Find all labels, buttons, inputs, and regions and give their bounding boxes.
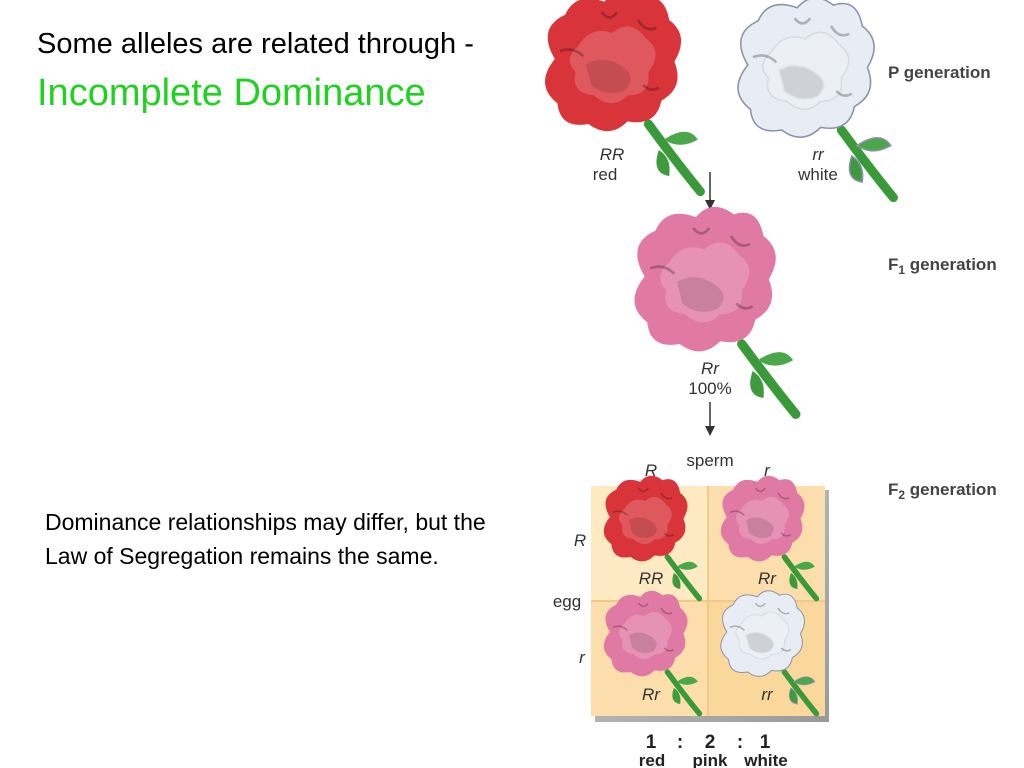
f1-genotype: Rr (701, 359, 720, 378)
white-flower-icon (721, 591, 817, 714)
punnett-cell-rr-dominant (591, 486, 708, 601)
slide-body-text: Dominance relationships may differ, but … (45, 509, 486, 569)
ratio-label-red: red (639, 751, 665, 768)
parent-genotype-rr-white: rr (812, 145, 825, 164)
slide-title-line1: Some alleles are related through - (37, 28, 474, 60)
pink-flower-icon (604, 591, 700, 714)
ratio-number: 2 (705, 732, 716, 753)
down-arrow-icon (705, 402, 715, 436)
egg-allele-recessive: r (579, 648, 586, 667)
white-flower-icon (738, 0, 893, 198)
red-flower-icon (545, 0, 700, 192)
ratio-number: 1 (646, 732, 657, 753)
phenotype-ratio: 1 : 2 : 1 red pink white (639, 732, 788, 768)
egg-allele-dominant: R (574, 531, 586, 550)
down-arrow-icon (705, 172, 715, 210)
f1-generation-label: F1 generation (888, 255, 997, 277)
parent-genotype-rr-red: RR (600, 145, 625, 164)
parent-phenotype-red: red (593, 165, 618, 184)
punnett-genotype: RR (639, 569, 664, 588)
ratio-separator: : (677, 732, 683, 753)
sperm-allele-recessive: r (764, 461, 771, 480)
slide-title-highlight: Incomplete Dominance (37, 72, 426, 114)
egg-label: egg (553, 592, 581, 611)
punnett-genotype: Rr (758, 569, 777, 588)
ratio-separator: : (737, 732, 743, 753)
punnett-genotype: Rr (642, 685, 661, 704)
p-generation-label: P generation (888, 63, 991, 82)
red-flower-icon (604, 476, 700, 599)
sperm-allele-dominant: R (645, 461, 657, 480)
parent-phenotype-white: white (797, 165, 838, 184)
ratio-number: 1 (760, 732, 771, 753)
ratio-label-white: white (743, 751, 787, 768)
punnett-cell-rr-hetero-2 (591, 601, 708, 716)
punnett-cell-rr-recessive (708, 601, 825, 716)
f1-percent: 100% (688, 379, 731, 398)
sperm-label: sperm (686, 451, 733, 470)
f2-generation-label: F2 generation (888, 480, 997, 502)
ratio-label-pink: pink (693, 751, 728, 768)
punnett-cell-rr-hetero-1 (708, 486, 825, 601)
punnett-genotype: rr (761, 685, 774, 704)
pink-flower-icon (721, 476, 817, 599)
punnett-square: RR Rr Rr rr (591, 476, 829, 722)
pink-flower-icon (634, 207, 795, 414)
